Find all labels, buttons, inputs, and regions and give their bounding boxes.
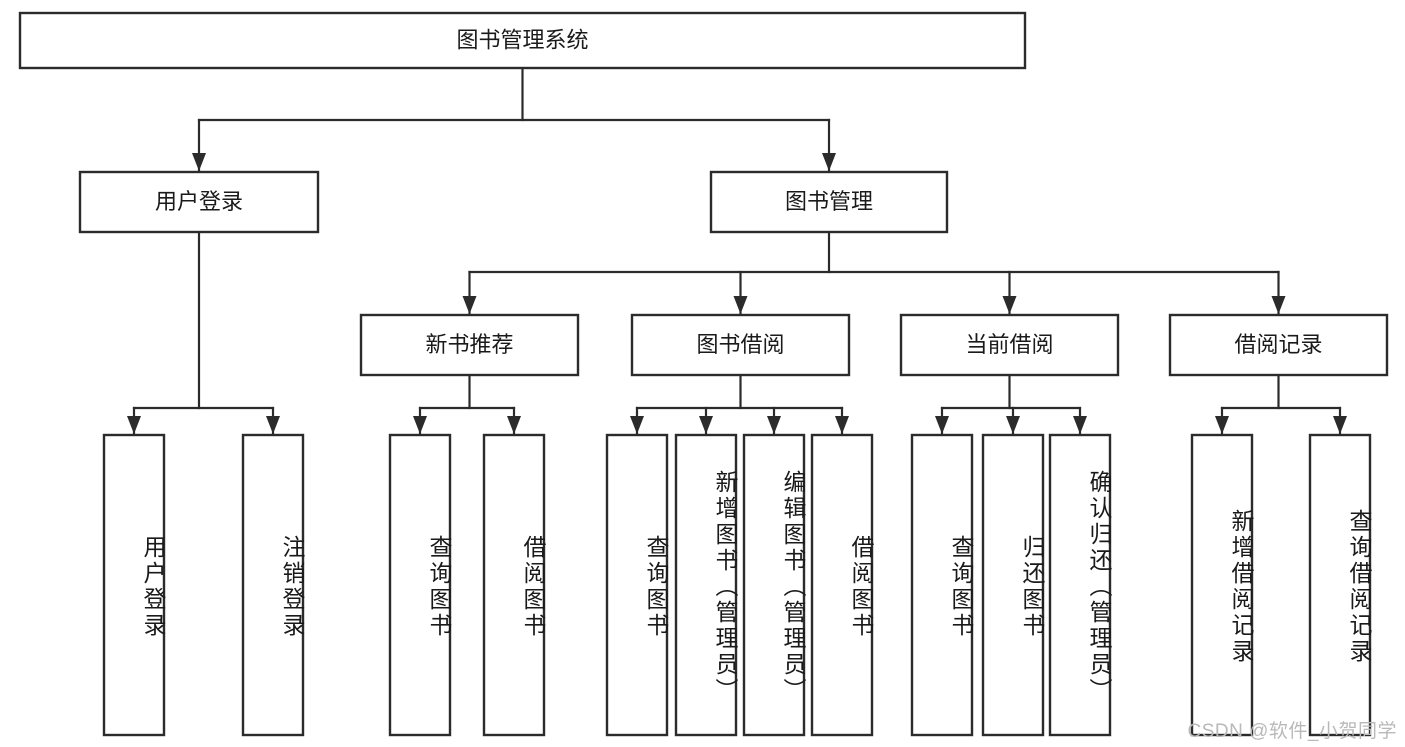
node-box-查询图书[interactable] — [605, 433, 669, 737]
当前借阅-to-leaves-arrowhead-0 — [935, 416, 949, 434]
node-box-借阅图书[interactable] — [482, 433, 546, 737]
node-box-查询图书[interactable] — [388, 433, 452, 737]
node-box-借阅记录[interactable] — [1168, 313, 1389, 377]
图书借阅-to-leaves-arrowhead-3 — [835, 416, 849, 434]
node-box-图书管理[interactable] — [709, 170, 949, 234]
node-box-借阅图书[interactable] — [810, 433, 874, 737]
bookmgmt-to-level3-arrowhead-1 — [733, 296, 748, 314]
csdn-watermark: CSDN @软件_小贺同学 — [1187, 721, 1397, 742]
node-label-新书推荐: 新书推荐 — [425, 332, 513, 357]
node-box-当前借阅[interactable] — [899, 313, 1120, 377]
node-box-图书借阅[interactable] — [630, 313, 851, 377]
node-box-编辑图书管理员[interactable] — [742, 433, 806, 737]
新书推荐-to-leaves-arrowhead-0 — [413, 416, 427, 434]
借阅记录-to-leaves-arrowhead-1 — [1333, 416, 1347, 434]
node-box-归还图书[interactable] — [981, 433, 1045, 737]
当前借阅-to-leaves-arrowhead-2 — [1073, 416, 1087, 434]
借阅记录-to-leaves-arrowhead-0 — [1215, 416, 1229, 434]
node-label-图书借阅: 图书借阅 — [696, 332, 784, 357]
node-box-图书管理系统[interactable] — [18, 11, 1027, 70]
node-box-新增借阅记录[interactable] — [1190, 433, 1254, 737]
connector-layer — [127, 66, 1347, 435]
图书借阅-to-leaves-arrowhead-1 — [699, 416, 713, 434]
node-box-查询图书[interactable] — [910, 433, 974, 737]
node-box-layer — [18, 11, 1389, 737]
userlogin-to-leaves-arrowhead-0 — [127, 416, 141, 434]
node-box-确认归还管理员[interactable] — [1048, 433, 1112, 737]
node-box-用户登录[interactable] — [78, 170, 320, 234]
新书推荐-to-leaves-arrowhead-1 — [507, 416, 521, 434]
bookmgmt-to-level3-arrowhead-0 — [462, 296, 477, 314]
图书借阅-to-leaves-arrowhead-2 — [767, 416, 781, 434]
node-box-查询借阅记录[interactable] — [1308, 433, 1372, 737]
bookmgmt-to-level3-arrowhead-2 — [1002, 296, 1017, 314]
bookmgmt-to-level3-arrowhead-3 — [1271, 296, 1286, 314]
node-label-图书管理系统: 图书管理系统 — [456, 27, 588, 52]
node-box-注销登录[interactable] — [241, 433, 305, 737]
userlogin-to-leaves-arrowhead-1 — [266, 416, 280, 434]
node-box-用户登录[interactable] — [102, 433, 166, 737]
node-label-借阅记录: 借阅记录 — [1234, 332, 1322, 357]
root-to-level2-arrowhead-1 — [822, 153, 836, 171]
图书借阅-to-leaves-arrowhead-0 — [630, 416, 644, 434]
node-label-用户登录: 用户登录 — [155, 189, 243, 214]
root-to-level2-arrowhead-0 — [192, 153, 206, 171]
当前借阅-to-leaves-arrowhead-1 — [1006, 416, 1020, 434]
node-box-新书推荐[interactable] — [359, 313, 580, 377]
node-label-图书管理: 图书管理 — [785, 189, 873, 214]
node-box-新增图书管理员[interactable] — [674, 433, 738, 737]
node-label-当前借阅: 当前借阅 — [965, 332, 1053, 357]
